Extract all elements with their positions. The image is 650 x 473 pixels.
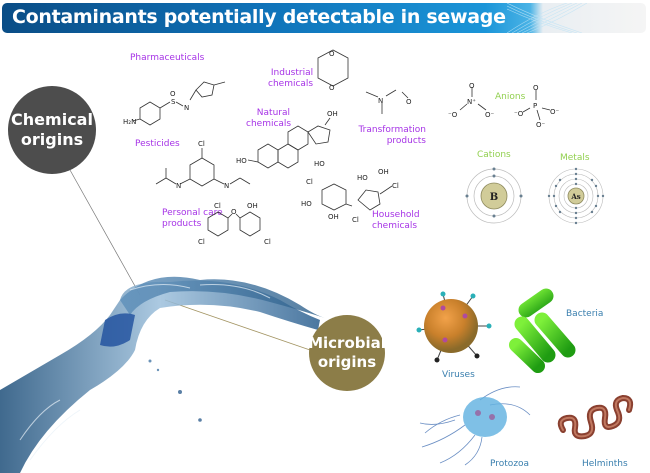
- atom-label: Cl: [198, 140, 205, 148]
- atom-label: OH: [327, 110, 338, 118]
- label-pharmaceuticals: Pharmaceuticals: [130, 53, 205, 63]
- metal-symbol: As: [570, 192, 580, 201]
- atom-label: Cl: [264, 238, 271, 246]
- label-household-line1: Household: [372, 210, 420, 220]
- label-natural-line1: Natural: [256, 108, 290, 118]
- nitrosodimethylamine-molecule: [365, 89, 409, 114]
- atom-label: HO: [301, 200, 312, 208]
- arsenic-atom-diagram: As: [547, 167, 605, 225]
- microbial-origins-circle: Microbial origins: [308, 315, 386, 391]
- title-decoration: [507, 3, 587, 33]
- atrazine-molecule: [155, 148, 251, 187]
- label-household-chemicals: Household chemicals: [372, 210, 420, 232]
- atom-label: HO: [236, 157, 247, 165]
- microbial-connector-line: [164, 299, 311, 351]
- atom-label: HO: [314, 160, 325, 168]
- label-metals: Metals: [560, 153, 590, 163]
- atom-label: Cl: [392, 182, 399, 190]
- chemical-connector-line: [69, 169, 141, 296]
- atom-label: O⁻: [485, 111, 495, 119]
- label-transformation-line1: Transformation: [358, 125, 426, 135]
- atom-label: O: [406, 98, 412, 106]
- atom-label: O: [329, 50, 335, 58]
- atom-label: OH: [247, 202, 258, 210]
- estradiol-molecule: [247, 117, 331, 169]
- label-natural-line2: chemicals: [246, 119, 292, 129]
- label-bacteria: Bacteria: [566, 309, 604, 319]
- atom-label: ⁻O: [448, 111, 458, 119]
- title-bar: Contaminants potentially detectable in s…: [2, 3, 646, 33]
- label-industrial-line1: Industrial: [270, 68, 314, 78]
- atom-label: S: [171, 98, 176, 106]
- atom-label: N: [378, 97, 383, 105]
- atom-label: OH: [328, 213, 339, 221]
- microbial-origins-line1: Microbial: [308, 334, 386, 352]
- atom-label: O⁻: [536, 121, 546, 129]
- protozoa-image: [419, 386, 531, 466]
- atom-label: OH: [378, 168, 389, 176]
- atom-label: H₂N: [123, 118, 136, 126]
- phosphate-ion: [522, 90, 551, 121]
- chemical-origins-line2: origins: [20, 130, 84, 149]
- label-transformation-products: Transformation products: [358, 125, 426, 147]
- cation-symbol: B: [490, 192, 498, 203]
- atom-label: HO: [357, 174, 368, 182]
- virus-image: [416, 291, 492, 363]
- label-personal-care-products: Personal care products: [162, 208, 223, 230]
- atom-label: O: [469, 82, 475, 90]
- atom-label: N: [176, 182, 181, 190]
- atom-label: N: [184, 104, 189, 112]
- label-viruses: Viruses: [442, 370, 475, 380]
- page-title: Contaminants potentially detectable in s…: [12, 6, 506, 28]
- atom-label: O: [170, 90, 176, 98]
- label-anions: Anions: [495, 92, 526, 102]
- atom-label: Cl: [214, 202, 221, 210]
- atom-label: Cl: [352, 216, 359, 224]
- atom-label: ⁻O: [514, 110, 524, 118]
- label-industrial-line2: chemicals: [268, 79, 314, 89]
- label-pesticides: Pesticides: [135, 139, 180, 149]
- label-cations: Cations: [477, 150, 511, 160]
- label-personal-care-line1: Personal care: [162, 208, 223, 218]
- atom-label: O⁻: [550, 108, 560, 116]
- label-industrial-chemicals: Industrial chemicals: [268, 68, 313, 90]
- sucralose-molecule: [321, 183, 393, 211]
- helminths-image: [557, 394, 634, 440]
- microbial-origins-line2: origins: [317, 353, 377, 371]
- water-bottle-splash-image: [0, 276, 325, 473]
- chemical-origins-line1: Chemical: [11, 110, 93, 129]
- atom-label: O: [533, 84, 539, 92]
- label-helminths: Helminths: [582, 459, 628, 469]
- atom-label: Cl: [198, 238, 205, 246]
- atom-label: P: [533, 102, 537, 110]
- dioxane-molecule: [317, 49, 349, 87]
- atom-label: Cl: [306, 178, 313, 186]
- nitrate-ion: [459, 87, 487, 111]
- bacteria-image: [509, 288, 576, 373]
- atom-label: N: [224, 182, 229, 190]
- label-protozoa: Protozoa: [490, 459, 530, 469]
- sulfamethoxazole-molecule: [132, 81, 226, 126]
- atom-label: O: [231, 208, 237, 216]
- boron-atom-diagram: B: [465, 167, 523, 224]
- label-personal-care-line2: products: [162, 219, 202, 229]
- label-transformation-line2: products: [386, 136, 426, 146]
- atom-label: N⁺: [467, 98, 476, 106]
- label-natural-chemicals: Natural chemicals: [246, 108, 292, 130]
- atom-label: O: [329, 84, 335, 92]
- label-household-line2: chemicals: [372, 221, 418, 231]
- triclosan-molecule: [207, 211, 261, 237]
- chemical-origins-circle: Chemical origins: [8, 86, 96, 174]
